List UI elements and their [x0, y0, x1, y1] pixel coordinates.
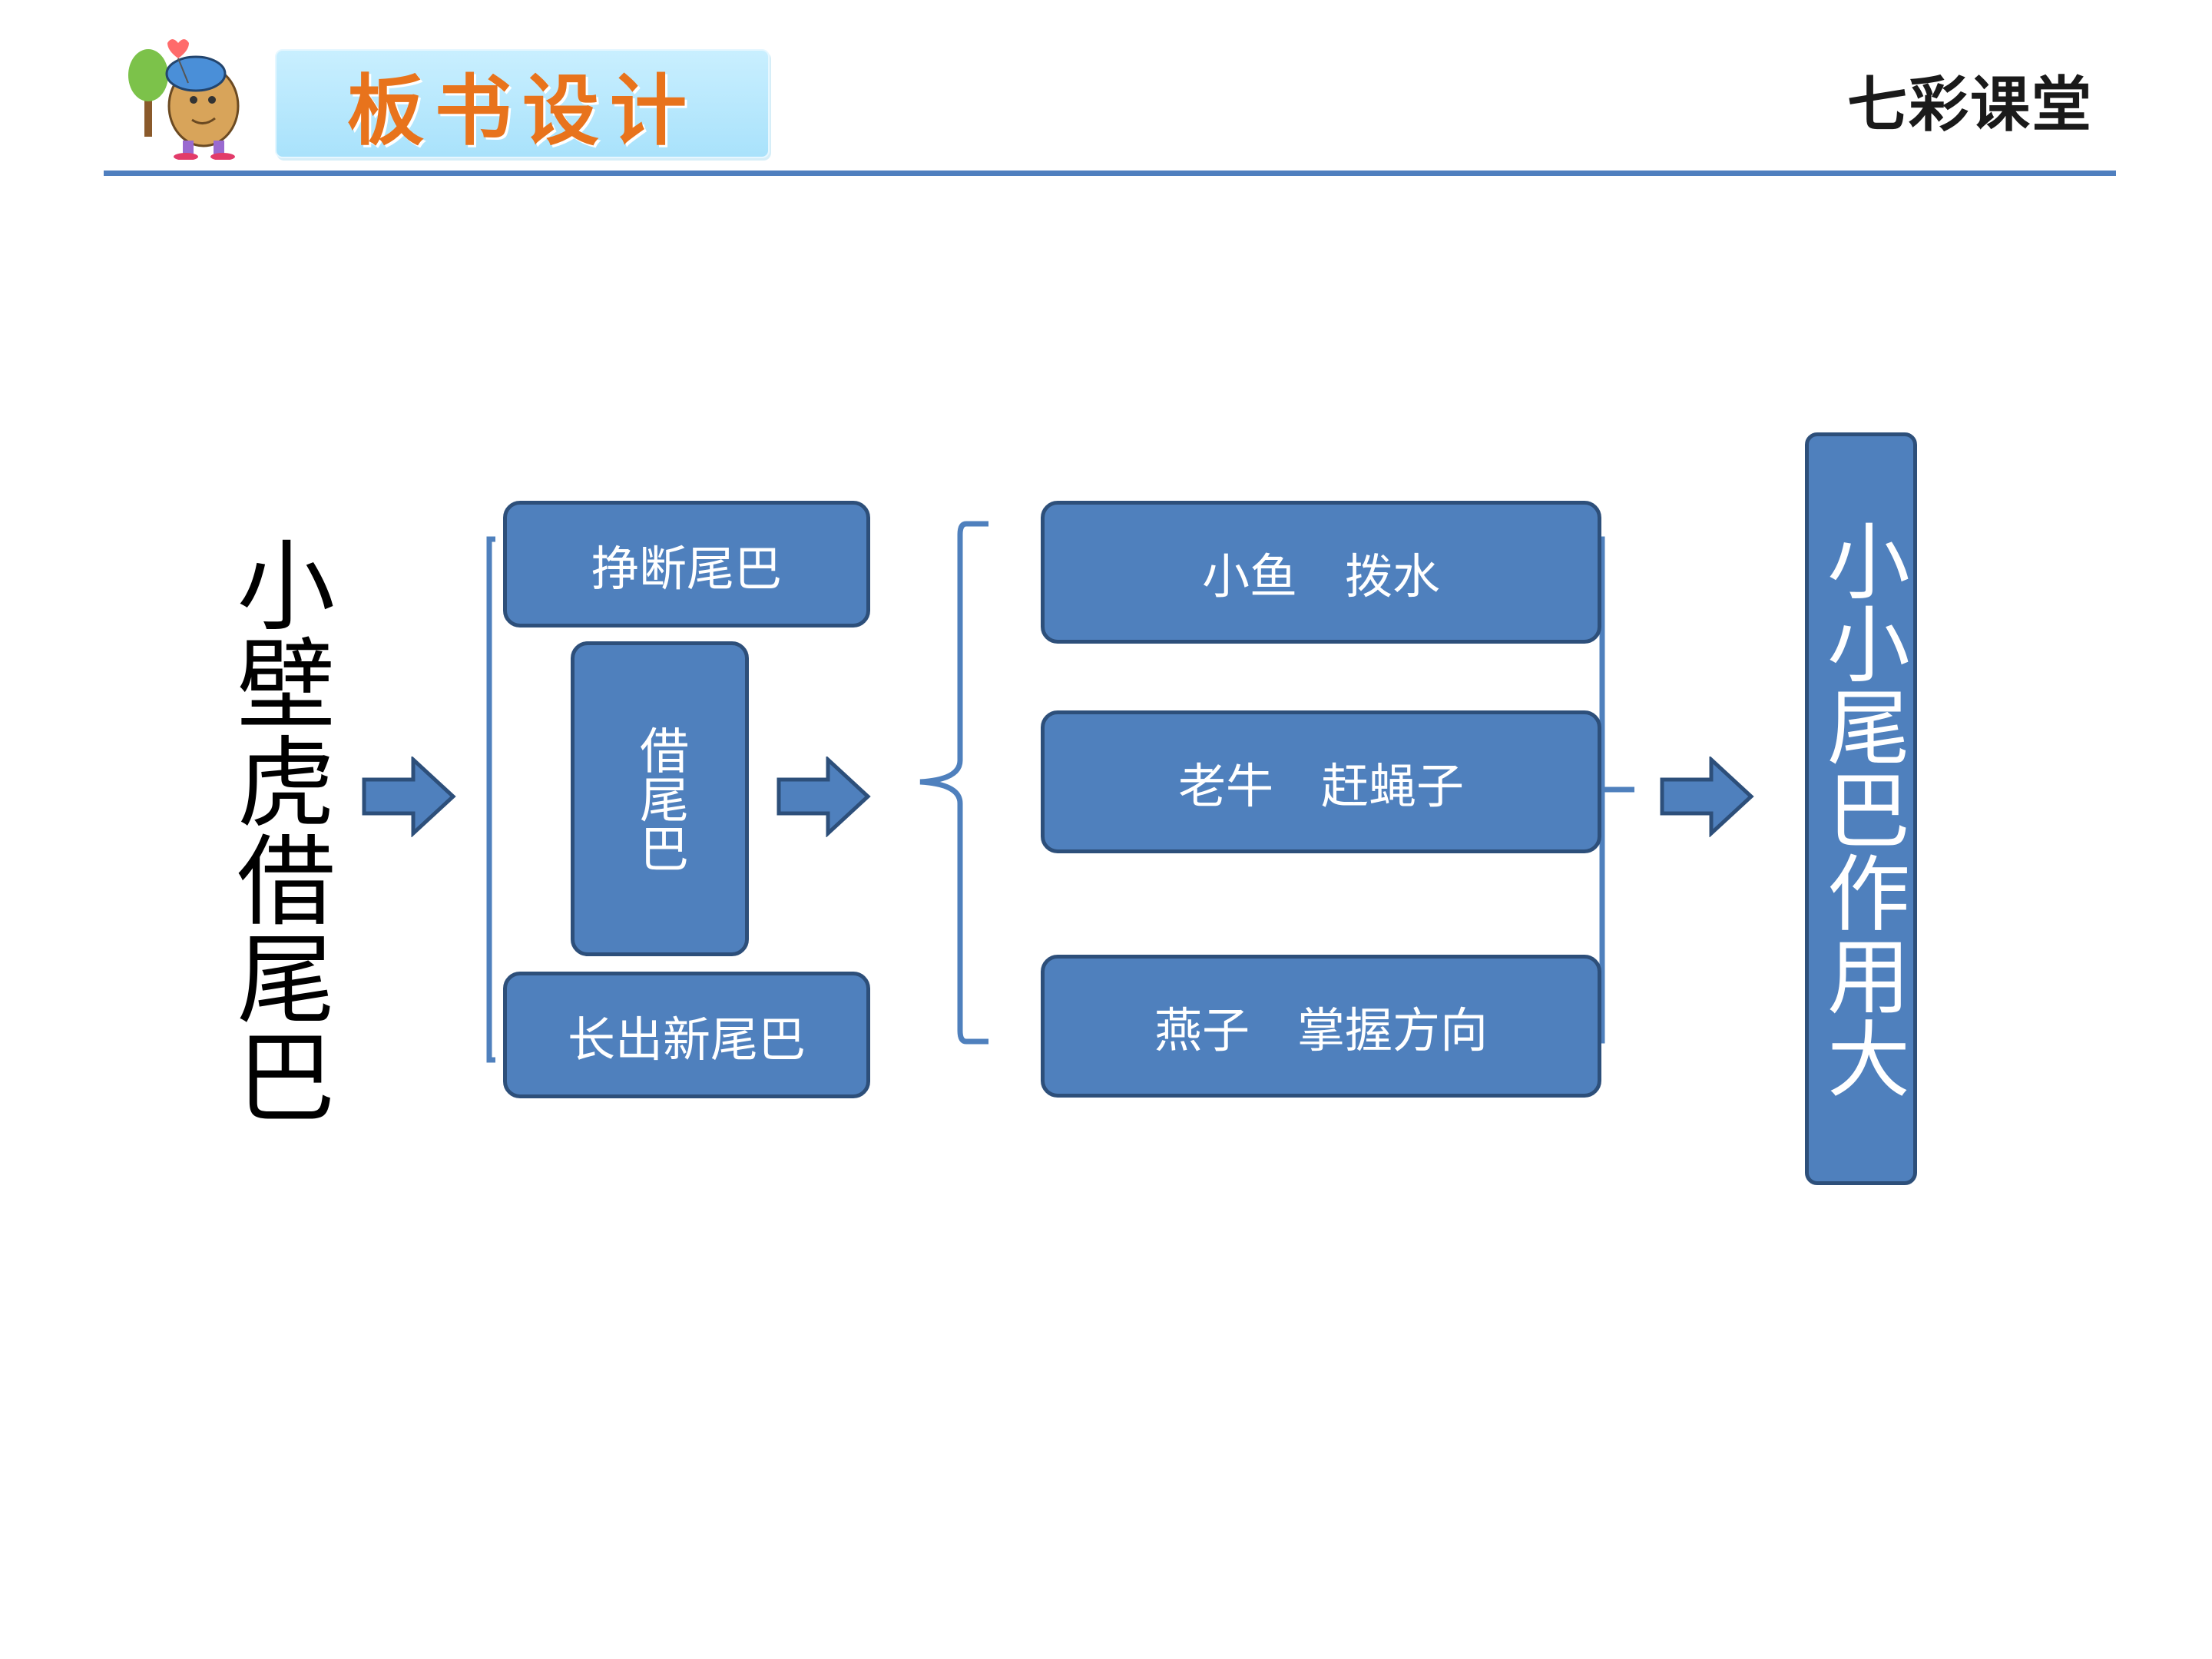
- lesson-title: 小壁虎借尾巴: [220, 535, 334, 1124]
- arrow-right-icon: [1660, 757, 1754, 837]
- animal-box-fish: 小鱼 拨水: [1041, 501, 1601, 644]
- animal-box-swallow: 燕子 掌握方向: [1041, 955, 1601, 1098]
- step-box-grow-tail: 长出新尾巴: [503, 972, 870, 1098]
- conclusion-box: 小小尾巴作用大: [1805, 432, 1917, 1185]
- brand-logo: 七彩课堂: [1846, 71, 2093, 140]
- arrow-right-icon: [777, 757, 871, 837]
- animal-box-ox: 老牛 赶蝇子: [1041, 710, 1601, 853]
- title-banner: 板书设计: [275, 49, 770, 158]
- step-box-break-tail: 挣断尾巴: [503, 501, 870, 628]
- header-mascot-icon: [115, 29, 261, 161]
- step-box-borrow-tail: 借尾巴: [571, 641, 749, 956]
- arrow-right-icon: [362, 757, 456, 837]
- page-title: 板书设计: [347, 65, 697, 156]
- header-divider: [104, 171, 2116, 176]
